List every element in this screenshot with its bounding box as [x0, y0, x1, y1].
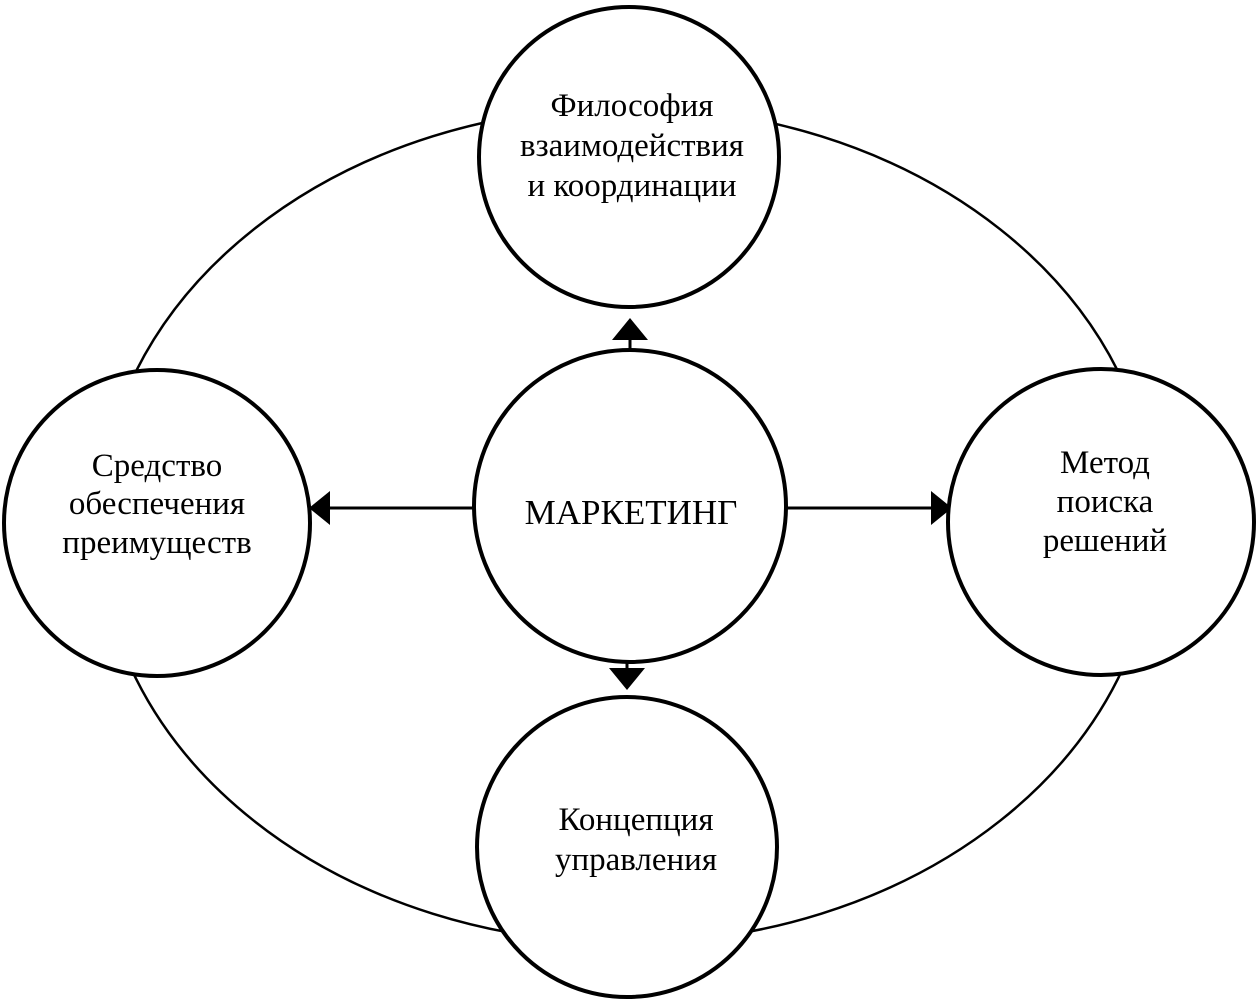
- node-top-line-1: Философия: [551, 88, 714, 124]
- node-top-circle: [477, 5, 781, 309]
- node-left-circle: [2, 368, 312, 678]
- node-left-line-2: обеспечения: [69, 486, 245, 522]
- node-left-line-1: Средство: [92, 448, 222, 484]
- node-bottom-line-2: управления: [555, 842, 717, 878]
- node-left-line-3: преимуществ: [62, 525, 251, 561]
- node-right-line-1: Метод: [1060, 445, 1150, 481]
- node-center-label: МАРКЕТИНГ: [525, 493, 738, 532]
- node-top-line-2: взаимодействия: [520, 128, 744, 164]
- arrow-up-icon: [612, 318, 648, 340]
- node-center: МАРКЕТИНГ: [472, 348, 788, 664]
- node-right-line-3: решений: [1043, 523, 1167, 559]
- arrow-left-icon: [309, 491, 330, 525]
- node-right-circle: [946, 367, 1256, 677]
- node-right-line-2: поиска: [1057, 484, 1154, 520]
- node-bottom: Концепция управления: [475, 695, 779, 999]
- node-left: Средство обеспечения преимуществ: [2, 368, 312, 678]
- node-top: Философия взаимодействия и координации: [477, 5, 781, 309]
- arrow-right-icon: [931, 491, 952, 525]
- node-center-circle: [472, 348, 788, 664]
- node-bottom-circle: [475, 695, 779, 999]
- node-top-line-3: и координации: [527, 168, 736, 204]
- node-right: Метод поиска решений: [946, 367, 1256, 677]
- arrow-down-icon: [609, 668, 645, 690]
- node-bottom-line-1: Концепция: [559, 802, 714, 838]
